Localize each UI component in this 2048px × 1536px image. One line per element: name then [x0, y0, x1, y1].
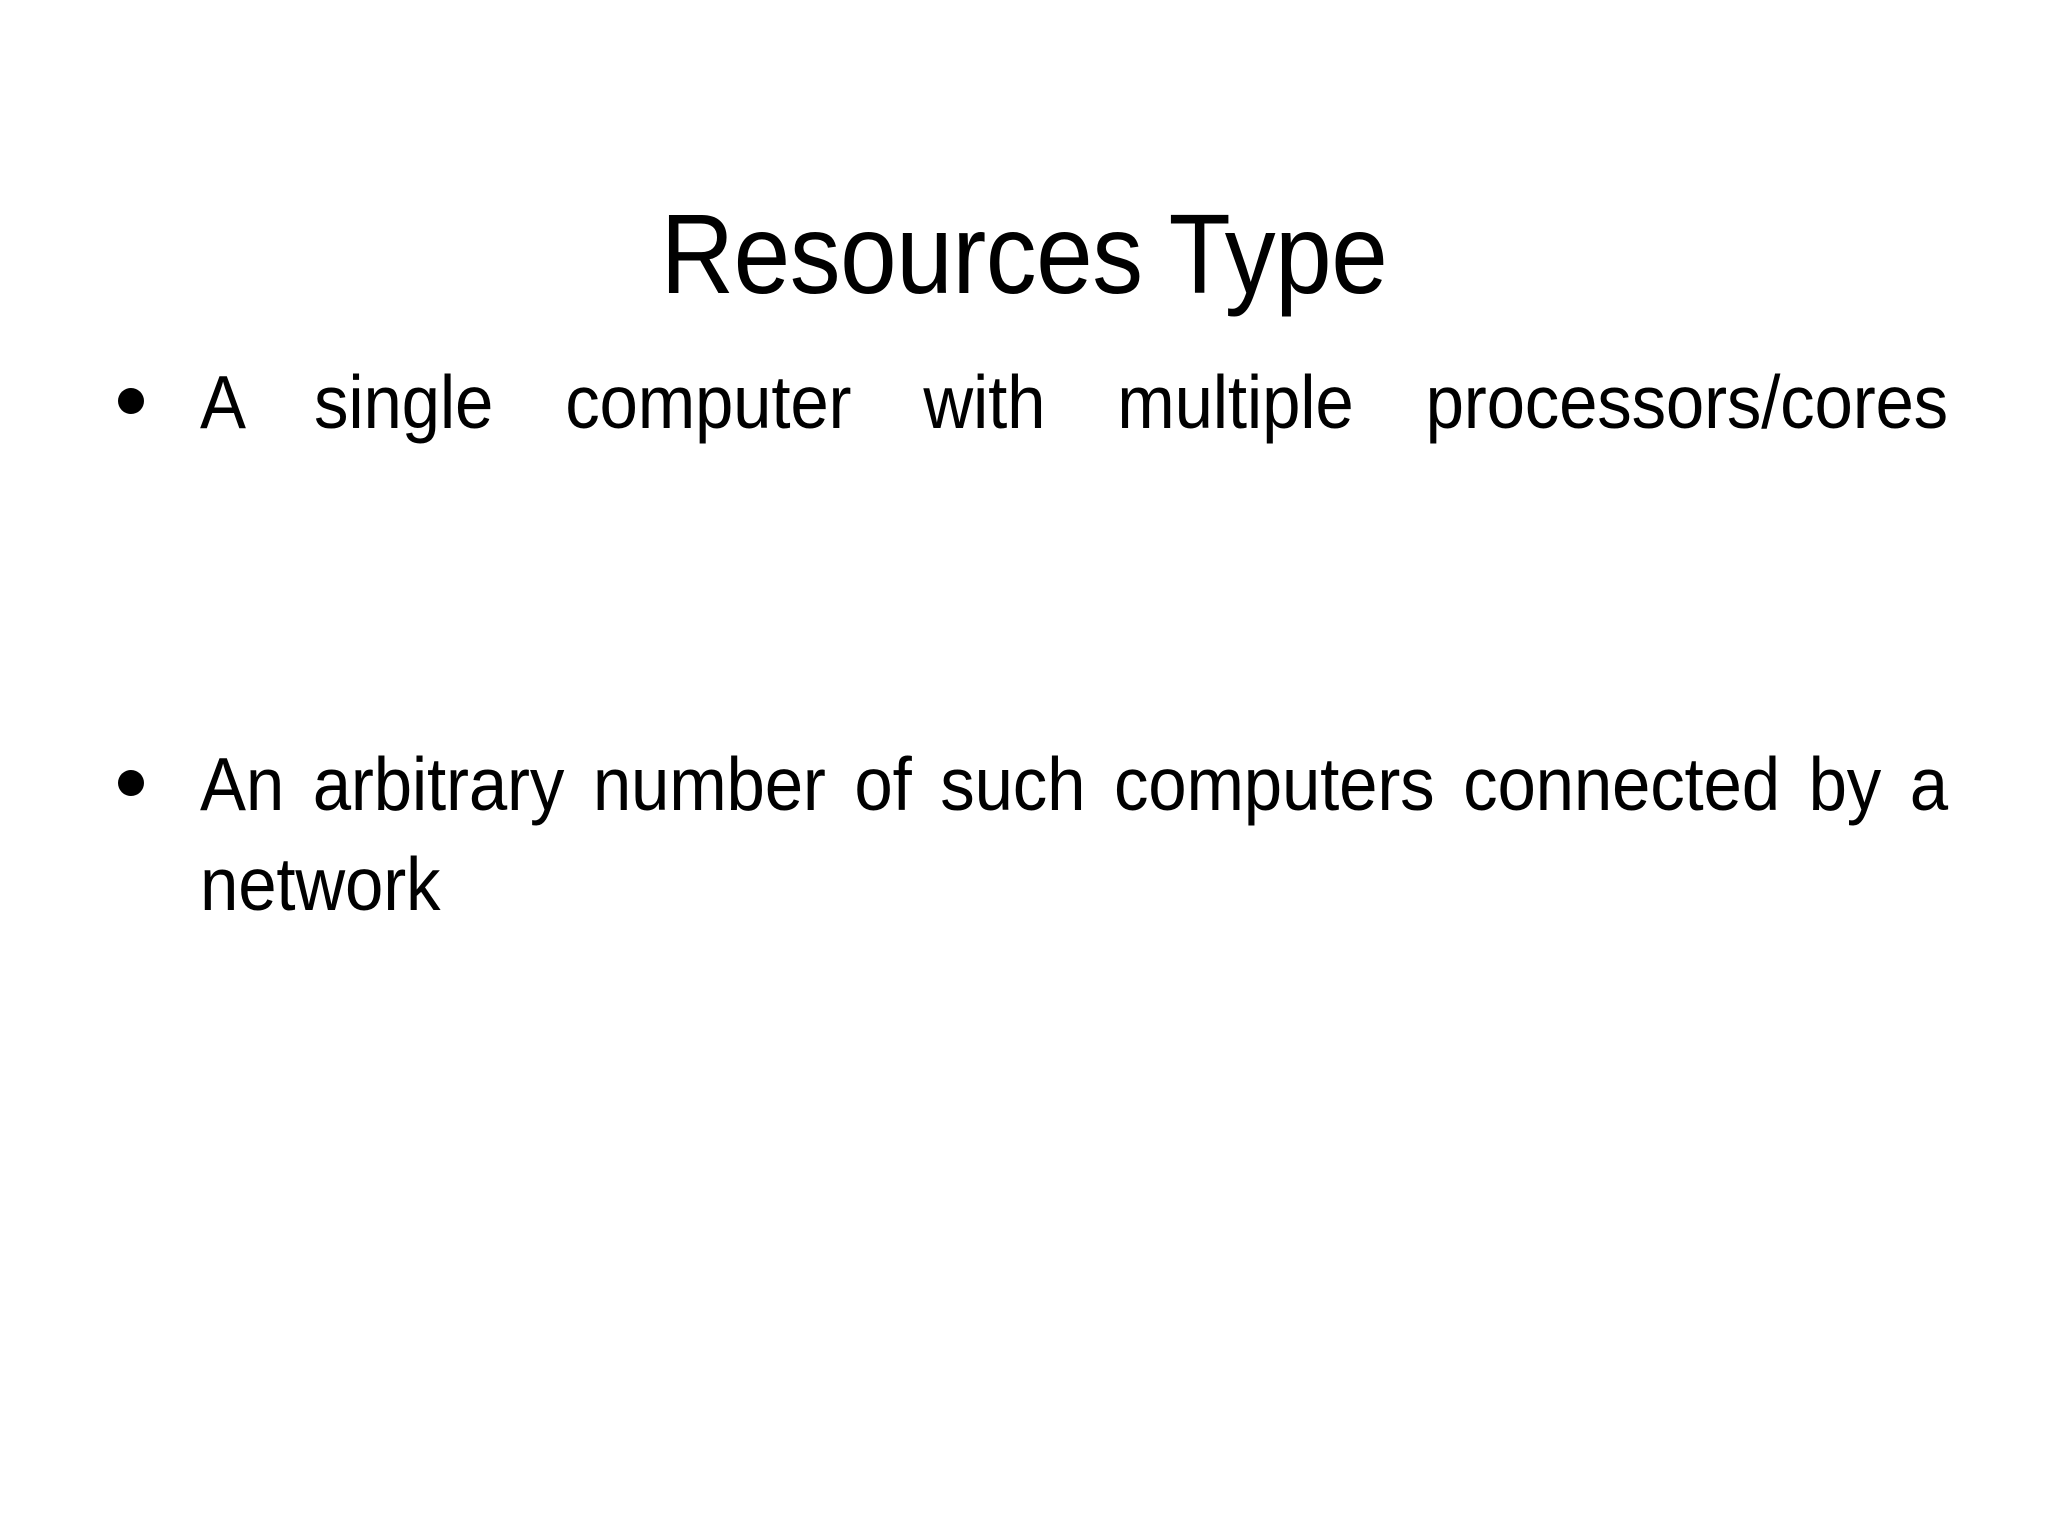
bullet-point-icon — [118, 388, 144, 414]
slide-title: Resources Type — [660, 190, 1388, 317]
bullet-point-icon — [118, 770, 144, 796]
bullet-list-item[interactable]: A single computer with multiple processo… — [118, 352, 1948, 552]
slide-body-bullet-list: A single computer with multiple processo… — [118, 352, 1948, 1034]
bullet-list-item-text: An arbitrary number of such computers co… — [200, 742, 1948, 926]
bullet-list-item-text: A single computer with multiple processo… — [200, 360, 1948, 444]
bullet-list-item[interactable]: An arbitrary number of such computers co… — [118, 734, 1948, 1034]
